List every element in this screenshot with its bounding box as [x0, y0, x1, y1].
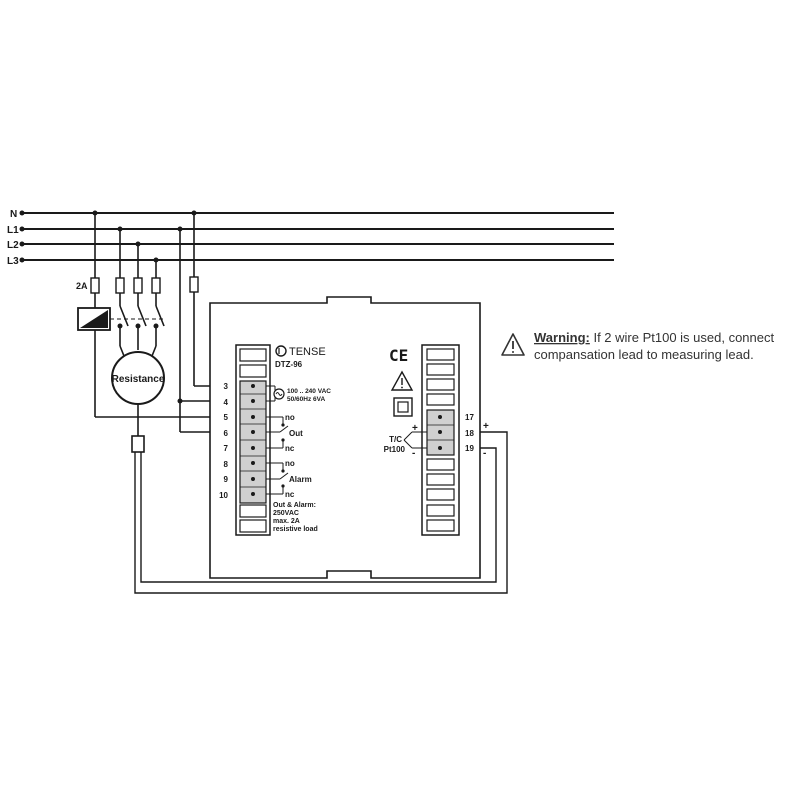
supply-frequency: 50/60Hz 6VA [287, 396, 325, 403]
terminal-18: 18 [465, 429, 474, 438]
line-label-l3: L3 [7, 256, 19, 267]
fuse-supply [189, 276, 199, 293]
terminal-5: 5 [224, 413, 229, 422]
terminal-6: 6 [224, 429, 229, 438]
alarm-nc-label: nc [285, 490, 295, 499]
terminal-4: 4 [224, 398, 229, 407]
cable-plus-sign: + [483, 421, 489, 432]
ce-mark-icon: CE [389, 346, 408, 365]
terminal-9: 9 [224, 475, 229, 484]
rating-note-3: max. 2A [273, 518, 300, 525]
double-insulation-icon [393, 397, 413, 417]
fuse-l1 [115, 277, 125, 294]
rating-note-4: resistive load [273, 526, 318, 533]
rating-note-2: 250VAC [273, 510, 299, 517]
terminal-10: 10 [219, 491, 228, 500]
warning-line-2: compansation lead to measuring lead. [534, 347, 754, 362]
fuse-2a [90, 277, 100, 294]
supply-bus [22, 212, 614, 261]
terminal-17: 17 [465, 413, 474, 422]
left-terminal-block [235, 344, 271, 536]
terminal-19: 19 [465, 444, 474, 453]
model-name: DTZ-96 [275, 360, 303, 369]
sensor-cable [134, 431, 508, 594]
resistance-label: Resistance [112, 374, 165, 385]
rating-note-1: Out & Alarm: [273, 502, 316, 509]
warning-line-1: If 2 wire Pt100 is used, connect [590, 330, 775, 345]
brand-logo: TENSE [275, 345, 326, 358]
svg-text:Warning: If 2 wire Pt100 is us: Warning: If 2 wire Pt100 is used, connec… [534, 330, 774, 345]
fuse-l2 [133, 277, 143, 294]
alarm-label: Alarm [289, 475, 312, 484]
brand-name: TENSE [289, 346, 326, 358]
warning-triangle-icon [501, 333, 525, 356]
sensor-probe [131, 435, 145, 453]
warning-note: Warning: If 2 wire Pt100 is used, connec… [501, 330, 774, 362]
power-supply-icon [266, 385, 285, 402]
fuses [90, 276, 199, 294]
warning-title: Warning: [534, 330, 590, 345]
right-terminal-block [421, 344, 460, 536]
terminal-3: 3 [224, 382, 229, 391]
line-label-l2: L2 [7, 240, 19, 251]
cable-minus-sign: - [483, 448, 486, 459]
fuse-rating: 2A [76, 281, 88, 291]
thermocouple-icon [403, 431, 427, 449]
terminal-7: 7 [224, 444, 229, 453]
out-no-label: no [285, 413, 295, 422]
terminal-8: 8 [224, 460, 229, 469]
warning-triangle-icon [390, 370, 414, 391]
line-label-n: N [10, 209, 17, 220]
bus-drops [94, 213, 195, 432]
line-label-l1: L1 [7, 225, 19, 236]
alarm-no-label: no [285, 459, 295, 468]
sensor-label-pt100: Pt100 [384, 445, 406, 454]
sensor-minus-sign: - [412, 448, 415, 459]
supply-voltage: 100 .. 240 VAC [287, 388, 331, 395]
resistance-heater: Resistance [111, 351, 165, 405]
sensor-plus-sign: + [412, 423, 418, 434]
out-label: Out [289, 429, 303, 438]
sensor-label-tc: T/C [389, 435, 402, 444]
out-nc-label: nc [285, 444, 295, 453]
controller-body [209, 296, 481, 579]
fuse-l3 [151, 277, 161, 294]
contactor-coil [77, 307, 111, 331]
contactor-contacts [119, 305, 165, 327]
